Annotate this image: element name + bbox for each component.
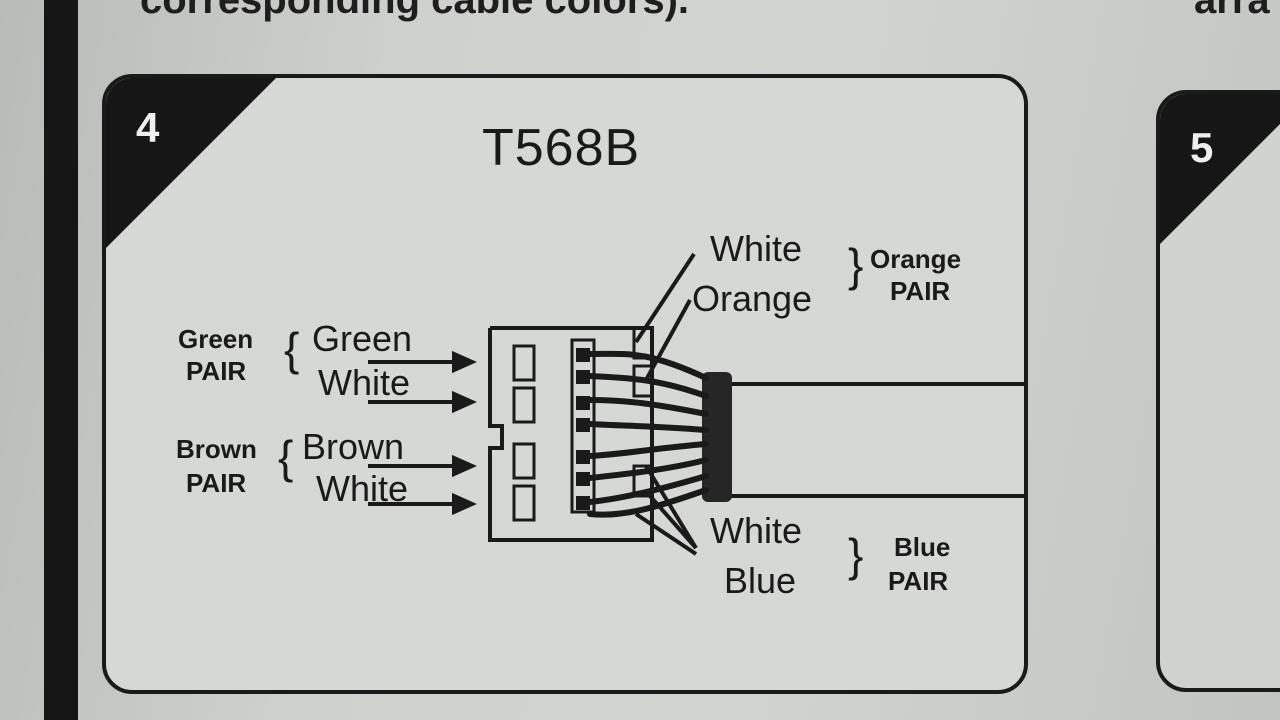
wire-bundle bbox=[587, 350, 709, 518]
next-step-panel: 5 bbox=[1156, 90, 1280, 692]
orange-white-wire-label: White bbox=[710, 228, 803, 269]
brown-wire-label: Brown bbox=[302, 426, 405, 467]
arrow-right-icon bbox=[368, 492, 477, 516]
step-panel: 4 T568B bbox=[102, 74, 1028, 694]
standard-title: T568B bbox=[482, 119, 641, 177]
blue-pair-leaders bbox=[634, 464, 698, 556]
header-text-right: arra bbox=[1194, 0, 1270, 22]
arrow-right-icon bbox=[368, 390, 477, 414]
orange-pair-label-line1: Orange bbox=[870, 244, 962, 274]
green-pair-brace: { bbox=[284, 323, 300, 375]
orange-pair-brace: } bbox=[848, 239, 864, 291]
blue-pair-label-line1: Blue bbox=[894, 532, 951, 562]
cable-icon bbox=[702, 372, 1024, 502]
brown-white-wire-label: White bbox=[316, 468, 409, 509]
step-number: 5 bbox=[1190, 124, 1214, 171]
green-pair-label-line2: PAIR bbox=[186, 356, 247, 386]
arrow-right-icon bbox=[368, 350, 477, 374]
green-wire-label: Green bbox=[312, 318, 413, 359]
orange-wire-label: Orange bbox=[692, 278, 813, 319]
brown-pair-label-line2: PAIR bbox=[186, 468, 247, 498]
green-white-wire-label: White bbox=[318, 362, 411, 403]
step-corner bbox=[1160, 94, 1280, 244]
orange-pair-label-line2: PAIR bbox=[890, 276, 951, 306]
brown-pair-brace: { bbox=[278, 431, 294, 483]
connector-icon bbox=[488, 326, 654, 542]
green-pair-label-line1: Green bbox=[178, 324, 254, 354]
page-edge-bar bbox=[44, 0, 78, 720]
blue-wire-label: Blue bbox=[724, 560, 797, 601]
wiring-diagram bbox=[368, 252, 1024, 556]
blue-white-wire-label: White bbox=[710, 510, 803, 551]
arrow-right-icon bbox=[368, 454, 477, 478]
blue-pair-label-line2: PAIR bbox=[888, 566, 949, 596]
orange-pair-leaders bbox=[634, 252, 696, 381]
blue-pair-brace: } bbox=[848, 529, 864, 581]
header-text: corresponding cable colors). bbox=[140, 0, 690, 22]
step-number: 4 bbox=[136, 104, 160, 151]
brown-pair-label-line1: Brown bbox=[176, 434, 257, 464]
